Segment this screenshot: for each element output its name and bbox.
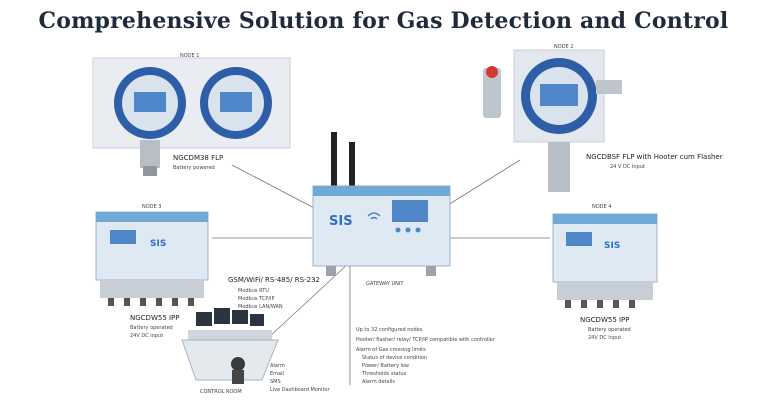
control-room-alert: Alarm [270, 363, 285, 369]
feature-item: Status of device condition [362, 355, 428, 361]
link-gateway-controlroom [267, 261, 351, 339]
node2-device [483, 49, 622, 192]
control-room-illustration [181, 308, 279, 384]
interface-item: Modbus RTU [238, 288, 269, 294]
node1-label: NODE 1 [180, 53, 200, 59]
wifi-icon [367, 212, 381, 220]
node2-model: NGCDBSF FLP with Hooter cum Flasher [586, 153, 723, 161]
diagram-title: Comprehensive Solution for Gas Detection… [38, 8, 729, 34]
feature-item: Hooter/ flasher/ relay/ TCP/IP compatibl… [356, 337, 495, 343]
node3-device: SIS [95, 211, 209, 306]
sensor-head-icon [548, 142, 570, 192]
node1-model: NGCDM38 FLP [173, 154, 224, 162]
node2-sub: 24 V DC Input [610, 164, 645, 170]
node1-sub: Battery powered [173, 165, 215, 171]
node4-label: NODE 4 [592, 204, 612, 210]
alarm-beacon-icon [486, 66, 498, 78]
svg-text:SIS: SIS [604, 241, 620, 251]
connection-lines [212, 159, 550, 385]
feature-item: Up to 32 configured nodes [356, 327, 423, 333]
antenna-icon [349, 142, 355, 188]
node3-sub2: 24V DC input [130, 333, 164, 339]
gateway-label: GATEWAY UNIT [366, 281, 404, 287]
feature-item: Thresholds status [362, 371, 407, 377]
node4-model: NGCDW55 IPP [580, 316, 630, 324]
interface-item: Modbus LAN/WAN [238, 304, 283, 310]
node4-sub2: 24V DC input [588, 335, 622, 341]
node2-label: NODE 2 [554, 44, 574, 50]
svg-text:SIS: SIS [150, 239, 166, 249]
node4-device: SIS [552, 213, 658, 308]
node1-device [92, 57, 291, 176]
control-room-alert: Live Dashboard Monitor [270, 387, 330, 393]
node3-model: NGCDW55 IPP [130, 314, 180, 322]
control-room-label: CONTROL ROOM [200, 389, 242, 395]
feature-item: Alarm details [362, 379, 395, 385]
link-node2-gateway [439, 159, 521, 211]
link-node1-gateway [231, 164, 319, 211]
node3-label: NODE 3 [142, 204, 162, 210]
gateway-device [312, 132, 451, 276]
node3-sub: Battery operated [130, 325, 173, 331]
feature-item: Power/ Battery low [362, 363, 410, 369]
feature-item: Alarm of Gas crossing limits [356, 347, 426, 353]
antenna-icon [331, 132, 337, 188]
gateway-brand: SIS [329, 214, 353, 229]
control-room-alert: Email [270, 371, 284, 377]
interface-heading: GSM/WiFi/ RS-485/ RS-232 [228, 276, 320, 284]
control-room-alert: SMS [270, 379, 281, 385]
interface-item: Modbus TCP/IP [238, 296, 275, 302]
node4-sub: Battery operated [588, 327, 631, 333]
